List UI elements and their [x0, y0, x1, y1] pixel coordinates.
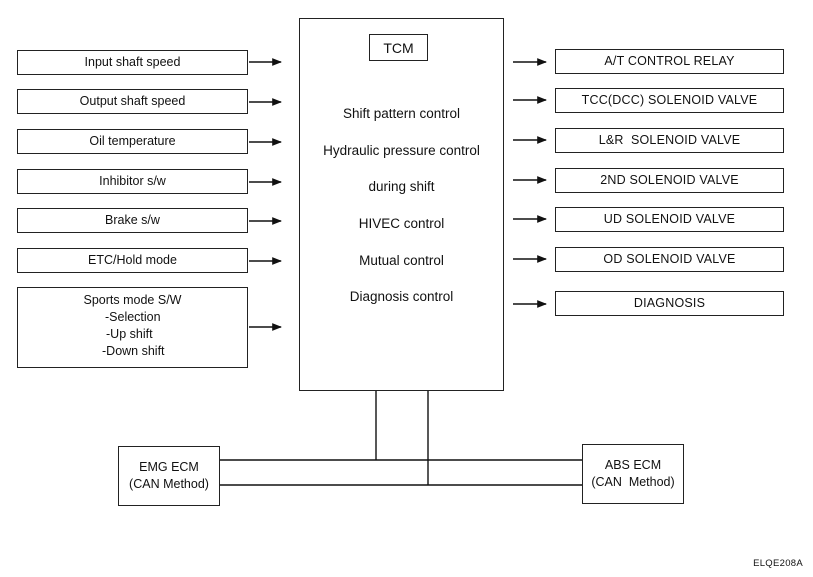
- sports-mode-title: Sports mode S/W: [83, 293, 182, 307]
- abs-ecm-method: (CAN Method): [591, 475, 675, 489]
- output-box-at-control-relay: A/T CONTROL RELAY: [555, 49, 784, 74]
- sports-mode-item: -Down shift: [102, 344, 165, 358]
- output-box-lr-solenoid-valve: L&R SOLENOID VALVE: [555, 128, 784, 153]
- emg-ecm-method: (CAN Method): [129, 477, 209, 491]
- emg-ecm-title: EMG ECM: [139, 460, 199, 474]
- emg-ecm-box: EMG ECM (CAN Method): [118, 446, 220, 506]
- output-label: TCC(DCC) SOLENOID VALVE: [581, 93, 758, 107]
- input-box-brake-sw: Brake s/w: [17, 208, 248, 233]
- input-label: Input shaft speed: [84, 55, 181, 69]
- input-box-inhibitor-sw: Inhibitor s/w: [17, 169, 248, 194]
- output-label: UD SOLENOID VALVE: [603, 212, 736, 226]
- output-label: 2ND SOLENOID VALVE: [600, 173, 739, 187]
- tcm-function: Mutual control: [359, 253, 444, 268]
- input-box-oil-temperature: Oil temperature: [17, 129, 248, 154]
- output-box-2nd-solenoid-valve: 2ND SOLENOID VALVE: [555, 168, 784, 193]
- output-label: A/T CONTROL RELAY: [604, 54, 735, 68]
- tcm-function: Shift pattern control: [342, 106, 461, 121]
- tcm-function: Diagnosis control: [349, 289, 454, 304]
- input-box-output-shaft-speed: Output shaft speed: [17, 89, 248, 114]
- input-box-input-shaft-speed: Input shaft speed: [17, 50, 248, 75]
- output-box-od-solenoid-valve: OD SOLENOID VALVE: [555, 247, 784, 272]
- abs-ecm-title: ABS ECM: [604, 458, 662, 472]
- tcm-function: HIVEC control: [358, 216, 445, 231]
- tcm-function: Hydraulic pressure control: [323, 143, 480, 158]
- abs-ecm-box: ABS ECM (CAN Method): [582, 444, 684, 504]
- input-label: Oil temperature: [89, 134, 176, 148]
- input-label: Inhibitor s/w: [99, 174, 166, 188]
- input-label: ETC/Hold mode: [88, 253, 177, 267]
- tcm-label: TCM: [369, 34, 428, 61]
- output-label: L&R SOLENOID VALVE: [598, 133, 741, 147]
- tcm-function: during shift: [368, 179, 435, 194]
- input-label: Output shaft speed: [79, 94, 186, 108]
- sports-mode-item: -Up shift: [106, 327, 153, 341]
- input-label: Brake s/w: [105, 213, 160, 227]
- sports-mode-item: -Selection: [105, 310, 161, 324]
- input-box-sports-mode: Sports mode S/W -Selection -Up shift -Do…: [17, 287, 248, 368]
- tcm-block: [299, 18, 504, 391]
- output-box-tcc-solenoid-valve: TCC(DCC) SOLENOID VALVE: [555, 88, 784, 113]
- output-box-ud-solenoid-valve: UD SOLENOID VALVE: [555, 207, 784, 232]
- output-label: DIAGNOSIS: [633, 296, 706, 310]
- output-box-diagnosis: DIAGNOSIS: [555, 291, 784, 316]
- output-label: OD SOLENOID VALVE: [603, 252, 736, 266]
- input-box-etc-hold-mode: ETC/Hold mode: [17, 248, 248, 273]
- figure-code: ELQE208A: [753, 558, 803, 569]
